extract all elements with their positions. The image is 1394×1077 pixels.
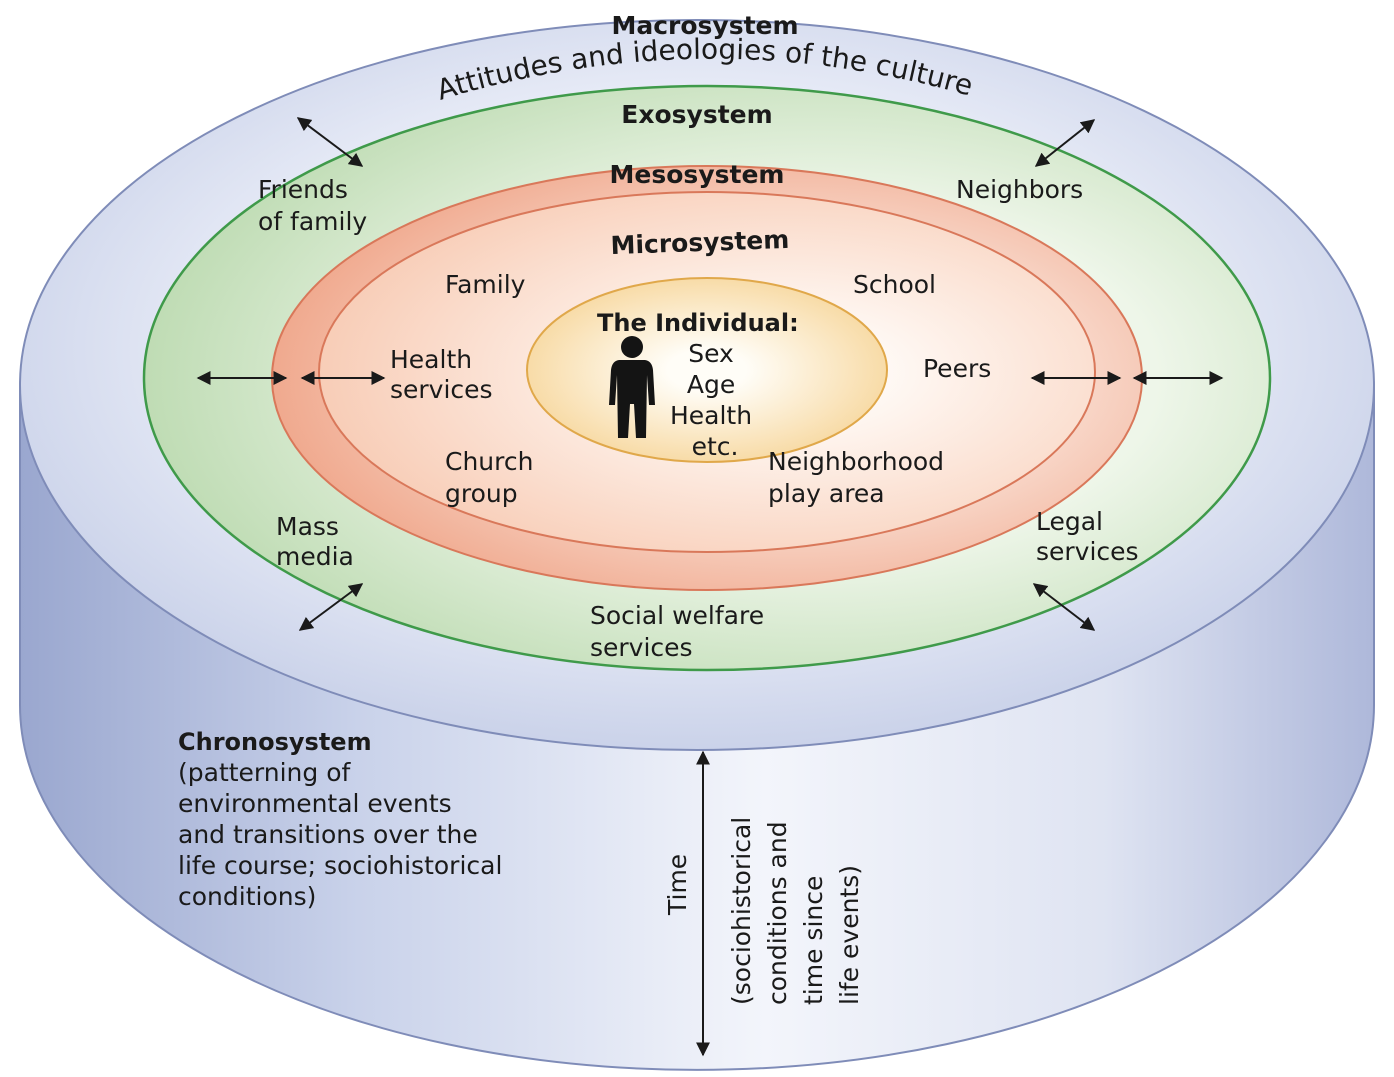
- mesosystem-title: Mesosystem: [610, 160, 785, 189]
- chronosystem-title: Chronosystem: [178, 728, 372, 756]
- time-label: Time: [663, 854, 692, 916]
- exosystem-title: Exosystem: [621, 100, 772, 129]
- person-silhouette-icon: [609, 336, 655, 438]
- macrosystem-title: Macrosystem: [611, 11, 798, 40]
- friends-of-family-label: Friends of family: [258, 175, 367, 236]
- individual-traits: Sex Age Health etc.: [670, 339, 760, 461]
- svg-text:conditions and: conditions and: [763, 821, 792, 1005]
- svg-text:life events): life events): [835, 865, 864, 1005]
- svg-text:(sociohistorical: (sociohistorical: [727, 817, 756, 1005]
- social-welfare-label: Social welfare services: [590, 601, 772, 662]
- microsystem-title: Microsystem: [610, 225, 790, 260]
- individual-title: The Individual:: [597, 309, 799, 337]
- neighbors-label: Neighbors: [956, 175, 1083, 204]
- arrow-upper-right: [1034, 119, 1096, 167]
- arrow-lower-right: [1032, 583, 1096, 631]
- mass-media-label: Mass media: [276, 512, 354, 571]
- peers-label: Peers: [923, 354, 991, 383]
- neighborhood-play-area-label: Neighborhood play area: [768, 447, 952, 508]
- school-label: School: [853, 270, 936, 299]
- svg-text:time since: time since: [799, 876, 828, 1005]
- chronosystem-description: (patterning of environmental events and …: [178, 758, 510, 911]
- individual-circle: [526, 277, 888, 463]
- arrow-upper-left: [296, 117, 364, 167]
- church-group-label: Church group: [445, 447, 541, 508]
- time-description: (sociohistorical conditions and time sin…: [727, 817, 864, 1005]
- legal-services-label: Legal services: [1036, 507, 1139, 566]
- family-label: Family: [445, 270, 526, 299]
- arrow-lower-left: [298, 583, 364, 631]
- health-services-label: Health services: [390, 345, 493, 404]
